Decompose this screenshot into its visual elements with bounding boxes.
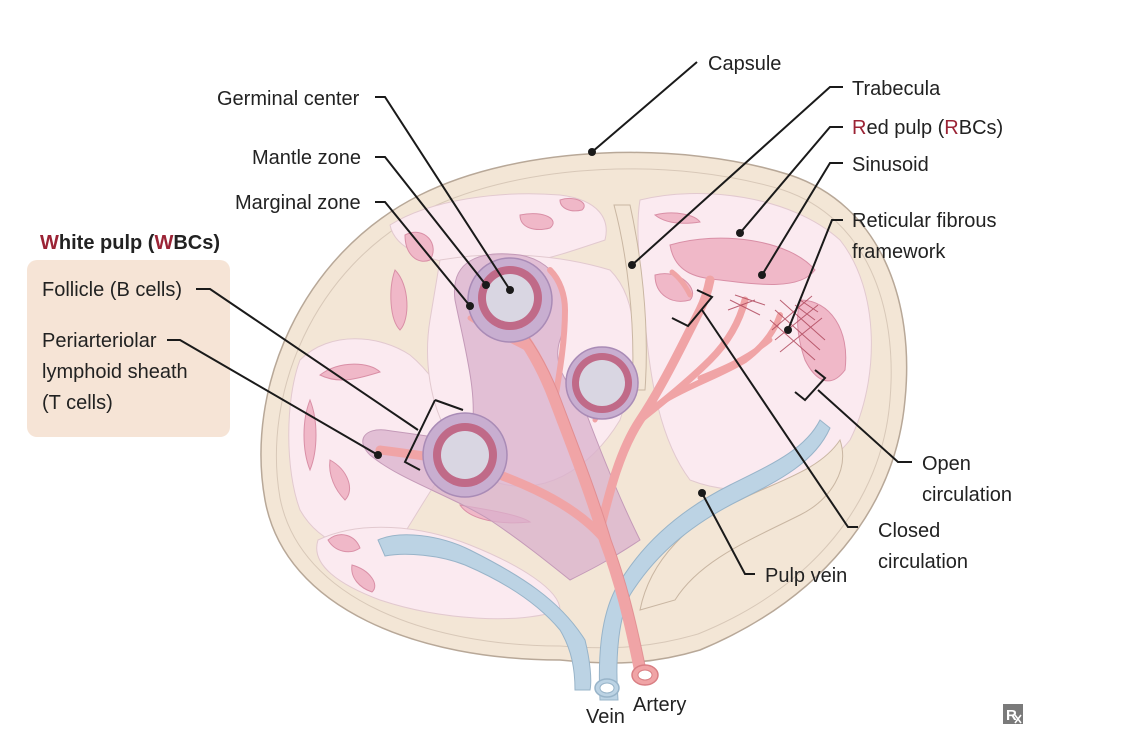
label-closed-line1: Closed: [878, 520, 940, 542]
label-reticular-line2: framework: [852, 241, 946, 263]
follicle-lower: [422, 412, 508, 498]
label-germinal-center: Germinal center: [217, 88, 360, 110]
label-pulp-vein: Pulp vein: [765, 565, 847, 587]
legend-item-pals-line2: lymphoid sheath: [42, 361, 188, 383]
artery-tree-outline: [505, 309, 647, 671]
label-trabecula: Trabecula: [852, 78, 941, 100]
artery-tree: [375, 267, 783, 676]
label-vein: Vein: [586, 706, 625, 728]
svg-text:R: R: [1006, 707, 1017, 724]
label-mantle-zone: Mantle zone: [252, 147, 361, 169]
reticular-framework: [727, 294, 826, 361]
legend-item-follicle: Follicle (B cells): [42, 279, 182, 301]
label-open-line1: Open: [922, 453, 971, 475]
label-capsule: Capsule: [708, 53, 781, 75]
label-open-line2: circulation: [922, 484, 1012, 506]
label-reticular-line1: Reticular fibrous: [852, 210, 997, 232]
legend-item-pals-line1: Periarteriolar: [42, 330, 157, 352]
label-marginal-zone: Marginal zone: [235, 192, 361, 214]
label-sinusoid: Sinusoid: [852, 154, 929, 176]
artery-lumen: [637, 669, 653, 681]
leader-lines: [167, 61, 912, 575]
red-pulp-fill: [303, 197, 847, 593]
label-closed-line2: circulation: [878, 551, 968, 573]
follicle-top: [467, 257, 553, 343]
capsule-inner-line: [275, 168, 892, 649]
vein-branch: [377, 534, 592, 691]
legend-title: White pulp (WBCs): [40, 232, 220, 254]
legend-item-pals-line3: (T cells): [42, 392, 113, 414]
white-pulp-legend-box: [27, 260, 230, 437]
follicle-middle: [565, 346, 639, 420]
rx-icon: R: [1003, 704, 1023, 724]
label-artery: Artery: [633, 694, 686, 716]
vein-lumen: [599, 682, 615, 694]
label-red-pulp: Red pulp (RBCs): [852, 117, 1003, 139]
